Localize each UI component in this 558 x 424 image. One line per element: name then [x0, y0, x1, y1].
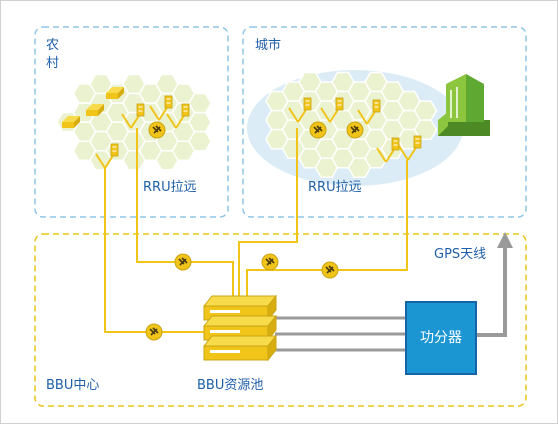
fiber-link-center — [104, 168, 205, 333]
fiber-connector-icon — [148, 121, 166, 139]
antenna-icon — [95, 143, 119, 169]
bbu-unit — [202, 334, 278, 362]
rural-label-line1: 农村 — [46, 38, 59, 71]
antenna-icon — [166, 103, 190, 129]
gps-feed-arrow — [476, 232, 513, 337]
urban-label: 城市 — [255, 37, 281, 53]
hex-cell — [188, 92, 212, 114]
house-icon — [86, 104, 104, 116]
antenna-icon — [121, 103, 145, 129]
hex-cell — [188, 130, 212, 152]
splitter-label: 功分器 — [420, 330, 462, 346]
house-icon — [106, 87, 124, 99]
antenna-icon — [357, 99, 381, 125]
hex-cell — [413, 100, 438, 121]
fiber-connector-icon — [261, 253, 279, 271]
fiber-connector-icon — [321, 261, 339, 279]
antenna-icon — [376, 137, 400, 163]
hex-cell — [188, 111, 212, 133]
rru-remote-rural-label: RRU拉远 — [143, 180, 197, 195]
fiber-connector-icon — [309, 121, 327, 139]
antenna-icon — [320, 97, 344, 123]
antenna-icon — [398, 135, 422, 161]
fiber-link-urban-left — [238, 128, 298, 310]
splitter-box — [405, 301, 477, 375]
house-icon — [62, 116, 80, 128]
bbu-pool-stack — [202, 294, 278, 362]
splitter-links — [275, 316, 406, 352]
rru-remote-urban-label: RRU拉远 — [308, 180, 362, 195]
urban-region-box — [242, 26, 527, 218]
fiber-connector-icon — [145, 323, 163, 341]
antenna-icon — [149, 95, 173, 121]
rural-region-box — [34, 26, 229, 218]
bbu-center-box — [34, 233, 527, 407]
rural-houses — [62, 87, 124, 128]
bbu-pool-label: BBU资源池 — [197, 378, 263, 393]
rural-hex-grid — [56, 73, 212, 171]
hex-cell — [413, 119, 438, 140]
gps-antenna-label: GPS天线 — [434, 247, 486, 262]
bbu-center-label: BBU中心 — [46, 378, 99, 393]
fiber-connector-icon — [174, 253, 192, 271]
fiber-connectors — [145, 121, 364, 341]
fiber-connector-icon — [346, 121, 364, 139]
building-icon — [438, 74, 490, 136]
rru-antennas — [95, 95, 422, 169]
antenna-icon — [288, 97, 312, 123]
